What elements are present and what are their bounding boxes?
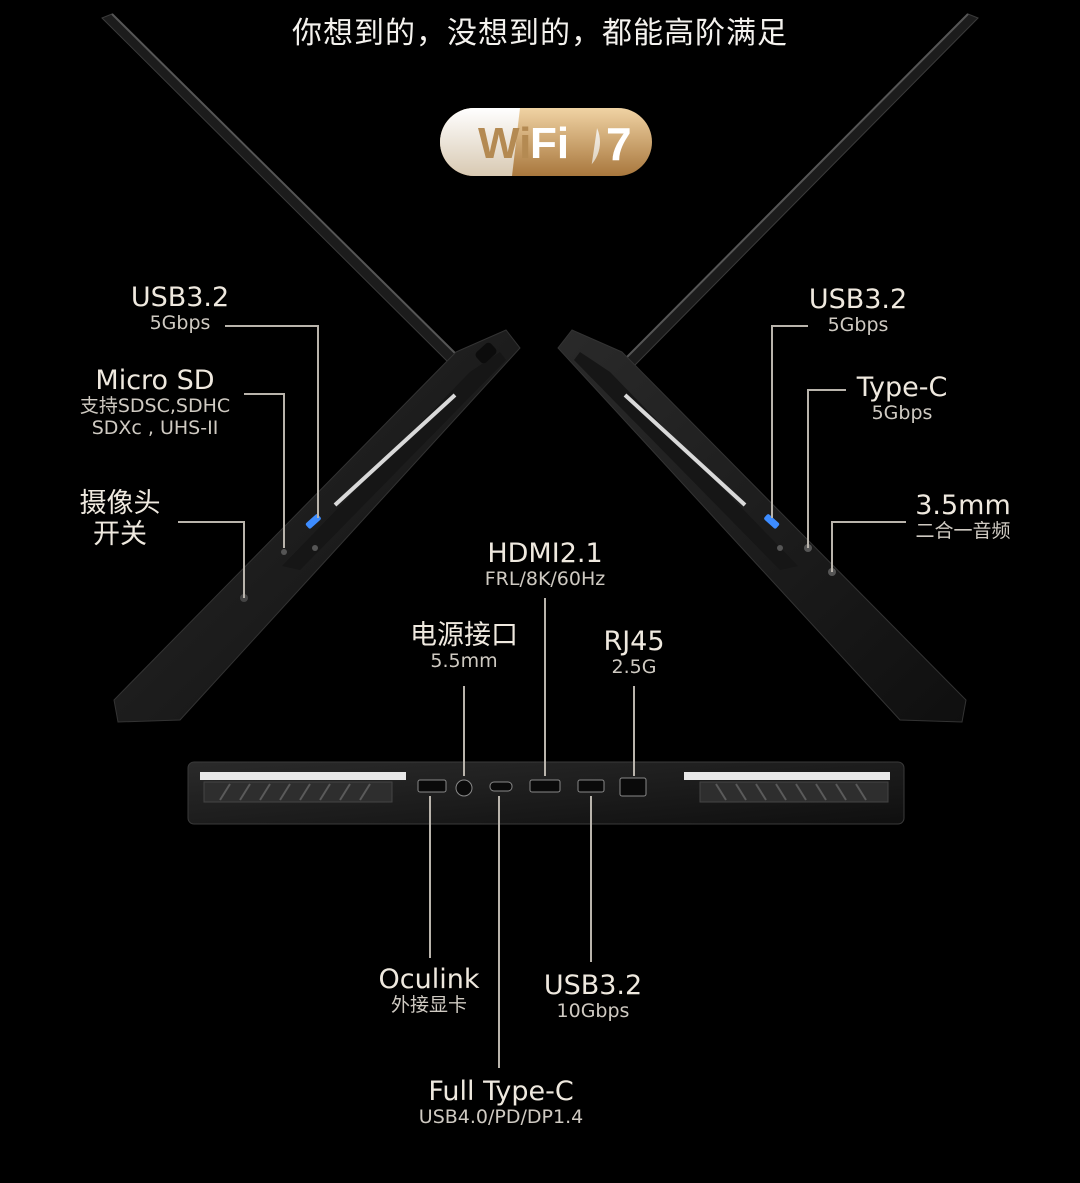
audio-jack-label: 3.5mm 二合一音频 [902, 490, 1024, 543]
audio-sub: 二合一音频 [915, 520, 1011, 543]
camera-title2: 开关 [93, 519, 147, 551]
hdmi-label: HDMI2.1 FRL/8K/60Hz [462, 538, 628, 591]
right-laptop [557, 13, 979, 723]
headline: 你想到的，没想到的，都能高阶满足 [292, 16, 788, 51]
right-usb-title: USB3.2 [808, 284, 908, 315]
wifi-text-b: Fi [530, 119, 569, 168]
right-typec-sub: 5Gbps [871, 402, 933, 425]
wifi7-logo: Wi Fi 7 [440, 108, 652, 176]
right-usb-sub: 5Gbps [827, 314, 889, 337]
right-typec-label: Type-C 5Gbps [842, 372, 962, 425]
camera-title1: 摄像头 [79, 488, 161, 519]
hdmi-sub: FRL/8K/60Hz [484, 568, 606, 591]
power-sub: 5.5mm [430, 650, 498, 673]
left-usb-label: USB3.2 5Gbps [110, 282, 250, 335]
microsd-sub1: 支持SDSC,SDHC [79, 395, 231, 418]
rear-laptop [187, 761, 905, 825]
camera-switch-label: 摄像头 开关 [60, 488, 180, 550]
full-typec-title: Full Type-C [428, 1076, 574, 1107]
power-title: 电源接口 [410, 620, 518, 651]
rear-usb-label: USB3.2 10Gbps [528, 970, 658, 1023]
wifi-number: 7 [606, 118, 632, 170]
microsd-sub2: SDXc , UHS-II [91, 416, 219, 439]
left-microsd-label: Micro SD 支持SDSC,SDHC SDXc , UHS-II [60, 365, 250, 440]
rj45-sub: 2.5G [611, 656, 657, 679]
oculink-sub: 外接显卡 [390, 994, 467, 1017]
oculink-label: Oculink 外接显卡 [362, 964, 496, 1017]
left-usb-title: USB3.2 [130, 282, 230, 313]
left-usb-sub: 5Gbps [149, 312, 211, 335]
leader-lines [178, 325, 906, 1068]
rear-usb-sub: 10Gbps [556, 1000, 630, 1023]
hdmi-title: HDMI2.1 [487, 538, 603, 569]
full-typec-label: Full Type-C USB4.0/PD/DP1.4 [396, 1076, 606, 1129]
rj45-label: RJ45 2.5G [586, 626, 682, 679]
oculink-title: Oculink [378, 964, 480, 995]
left-laptop [101, 13, 521, 723]
rj45-title: RJ45 [603, 626, 665, 657]
audio-title: 3.5mm [915, 490, 1011, 521]
full-typec-sub: USB4.0/PD/DP1.4 [418, 1106, 584, 1129]
right-typec-title: Type-C [856, 372, 948, 403]
wifi-text-a: Wi [478, 119, 531, 168]
microsd-title: Micro SD [95, 365, 215, 396]
power-port-label: 电源接口 5.5mm [394, 620, 534, 673]
rear-usb-title: USB3.2 [543, 970, 643, 1001]
right-usb-label: USB3.2 5Gbps [790, 284, 926, 337]
